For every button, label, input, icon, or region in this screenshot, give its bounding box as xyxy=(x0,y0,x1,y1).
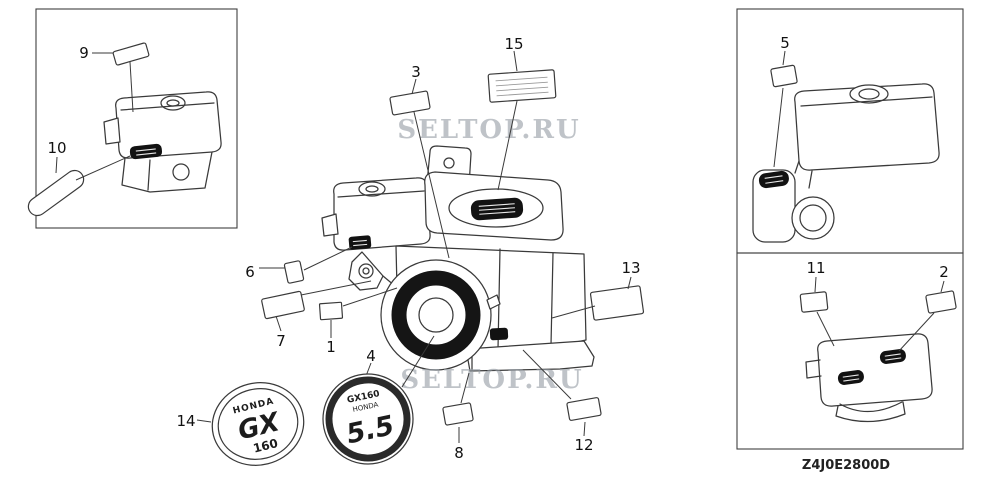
emblem-55: GX160 HONDA 5.5 xyxy=(322,373,414,465)
label-part-2 xyxy=(925,290,957,314)
recoil-handle xyxy=(486,294,501,310)
callout-1: 1 xyxy=(326,338,336,356)
label-part-15 xyxy=(487,69,557,103)
callout-13: 13 xyxy=(621,259,640,277)
engine-illustration xyxy=(321,145,595,372)
label-part-12 xyxy=(566,397,602,421)
callout-9: 9 xyxy=(79,44,89,62)
callout-8: 8 xyxy=(454,444,464,462)
callout-15: 15 xyxy=(504,35,523,53)
inset-box-top-left xyxy=(35,8,238,229)
watermark-bottom: SELTOP.RU xyxy=(400,365,583,395)
callout-2: 2 xyxy=(939,263,949,281)
label-part-3 xyxy=(389,90,431,116)
cover-label-right xyxy=(879,349,906,364)
emblem-gx160-displacement: 160 xyxy=(252,436,280,456)
fuel-filler-cap xyxy=(849,84,889,104)
label-part-9 xyxy=(112,42,150,66)
inset-box-right-bottom xyxy=(736,252,964,450)
label-part-13 xyxy=(589,285,645,321)
cover-illustration xyxy=(805,333,933,423)
recoil-starter-ring xyxy=(391,270,481,360)
mini-engine-label xyxy=(129,143,163,160)
diagram-code: Z4J0E2800D xyxy=(802,458,890,473)
label-part-11 xyxy=(799,291,829,313)
callout-5: 5 xyxy=(780,34,790,52)
callout-6: 6 xyxy=(245,263,255,281)
callout-10: 10 xyxy=(47,139,66,157)
label-part-5 xyxy=(770,64,798,88)
emblem-honda-gx160: HONDA GX 160 xyxy=(211,382,305,466)
oil-alert-unit xyxy=(752,169,796,243)
label-part-6 xyxy=(283,260,305,284)
label-part-8 xyxy=(442,402,474,426)
callout-14: 14 xyxy=(176,412,195,430)
label-part-1 xyxy=(318,301,344,321)
fuel-tank-illustration xyxy=(752,83,940,243)
callout-4: 4 xyxy=(366,347,376,365)
engine-base xyxy=(465,340,595,372)
cover-label-left xyxy=(837,370,864,385)
leader-lines xyxy=(55,50,945,443)
mini-fuel-cap xyxy=(160,95,186,111)
callout-11: 11 xyxy=(806,259,825,277)
tank-label xyxy=(348,235,372,250)
callout-7: 7 xyxy=(276,332,286,350)
mini-engine-illustration xyxy=(103,91,222,193)
watermark-top: SELTOP.RU xyxy=(397,115,580,145)
oil-alert-label xyxy=(758,170,789,189)
callout-12: 12 xyxy=(574,436,593,454)
label-part-7 xyxy=(261,290,305,320)
spec-label-on-engine xyxy=(470,197,524,221)
label-part-10 xyxy=(27,169,85,217)
callout-3: 3 xyxy=(411,63,421,81)
